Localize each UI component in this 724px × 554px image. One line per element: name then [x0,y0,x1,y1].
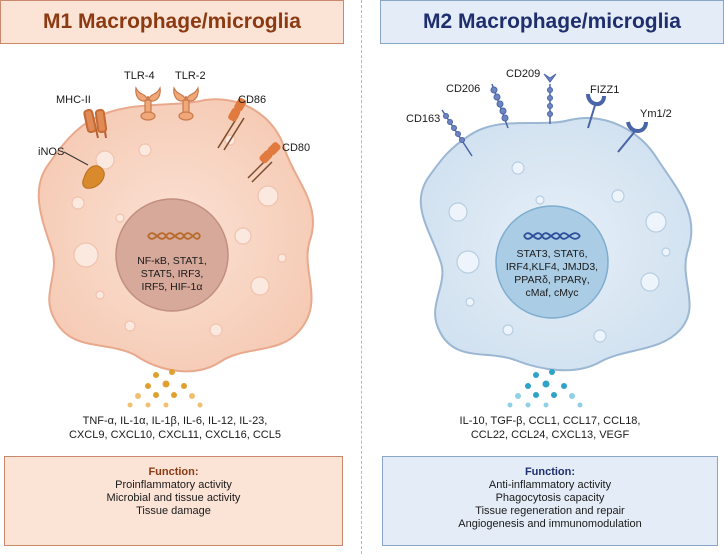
cd80-receptor-icon [247,142,281,183]
m2-secreted-cytokines-icon [507,369,583,408]
tlr4-receptor-icon [135,86,161,121]
m2-function-title: Function: [524,466,576,478]
m2-title: M2 Macrophage/microglia [380,0,724,44]
m2-function-item: Phagocytosis capacity [495,492,605,504]
m1-secreted-cytokines-icon [127,369,203,408]
cd86-label: CD86 [238,94,267,106]
m1-function-box: Function: Proinflammatory activity Micro… [4,456,343,546]
tlr4-label: TLR-4 [124,70,155,82]
mhc-ii-receptor-icon [83,108,108,139]
cd209-label: CD209 [506,68,541,80]
mhc-ii-label: MHC-II [56,94,91,106]
m1-title: M1 Macrophage/microglia [0,0,344,44]
ym12-receptor-icon [617,121,648,153]
m1-cytokines: TNF-α, IL-1α, IL-1β, IL-6, IL-12, IL-23,… [69,415,281,441]
m1-function-item: Proinflammatory activity [115,479,232,491]
cd163-receptor-icon [441,109,473,157]
tlr2-label: TLR-2 [175,70,206,82]
m1-function-item: Microbial and tissue activity [106,492,241,504]
tlr2-receptor-icon [173,86,199,121]
ym12-label: Ym1/2 [640,108,672,120]
fizz1-label: FIZZ1 [590,84,620,96]
m2-vesicles [448,161,671,343]
m1-function-item: Tissue damage [136,505,211,517]
cd163-label: CD163 [406,113,441,125]
m1-dna-icon [147,232,201,240]
m2-nucleus [495,205,609,319]
inos-pointer [63,151,89,166]
inos-icon [82,165,105,189]
m2-function-item: Angiogenesis and immunomodulation [458,518,642,530]
m1-nucleus [115,198,229,312]
m2-function-item: Tissue regeneration and repair [475,505,625,517]
m1-transcription-factors: NF-κB, STAT1, STAT5, IRF3, IRF5, HIF-1α [137,255,207,293]
m2-transcription-factors: STAT3, STAT6, IRF4,KLF4, JMJD3, PPARδ, P… [505,248,599,299]
m2-function-box: Function: Anti-inflammatory activity Pha… [382,456,718,546]
m2-dna-icon [523,232,581,240]
m1-function-title: Function: [148,466,199,478]
cd206-label: CD206 [446,83,481,95]
m2-function-item: Anti-inflammatory activity [488,479,612,491]
inos-label: iNOS [38,146,65,158]
cd206-receptor-icon [490,83,509,129]
panel-divider [361,0,362,554]
cd86-receptor-icon [217,97,247,151]
fizz1-receptor-icon [586,93,606,129]
cd209-receptor-icon [543,73,557,124]
m2-cytokines: IL-10, TGF-β, CCL1, CCL17, CCL18, CCL22,… [459,415,641,441]
cd80-label: CD80 [282,142,311,154]
